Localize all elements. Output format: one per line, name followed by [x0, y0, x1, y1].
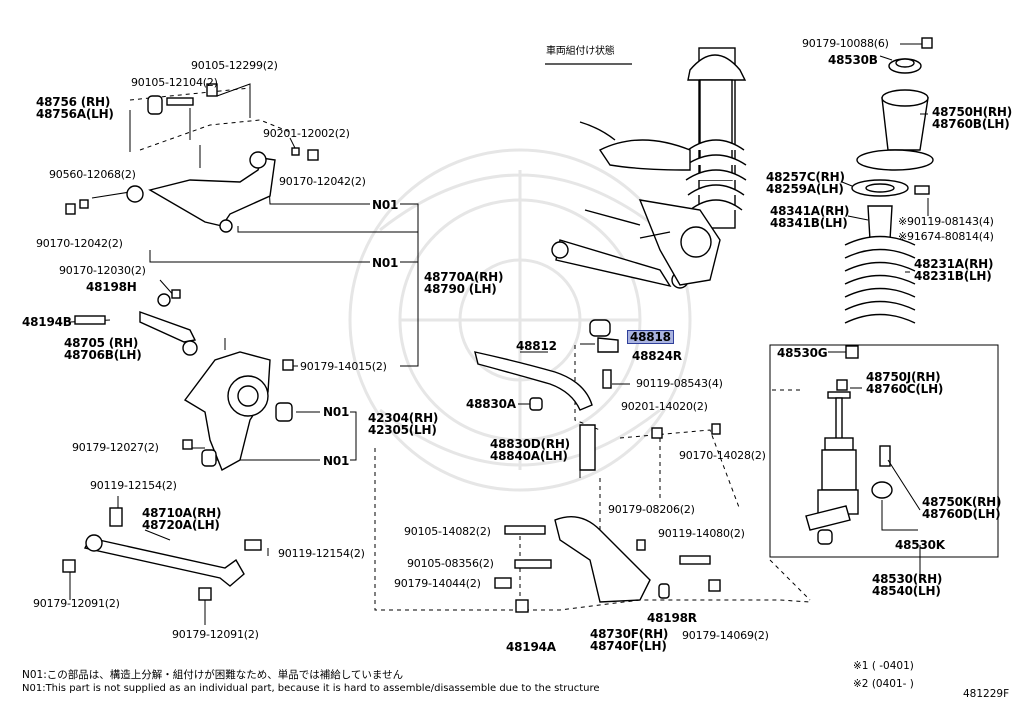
label-90105-08356: 90105-08356(2) [407, 557, 494, 570]
label-48730f: 48730F(RH) 48740F(LH) [590, 628, 668, 652]
label-48750j-rh: 48750J(RH) [866, 370, 941, 384]
label-90105-14082: 90105-14082(2) [404, 525, 491, 538]
label-n01-b: N01 [372, 256, 399, 270]
legend-1: ※1 ( -0401) [853, 660, 914, 672]
label-48760b-lh: 48760B(LH) [932, 117, 1010, 131]
label-48341b-lh: 48341B(LH) [770, 216, 848, 230]
label-n01-d: N01 [323, 454, 350, 468]
label-91674-80814: ※91674-80814(4) [898, 230, 994, 243]
label-48830d: 48830D(RH) 48840A(LH) [490, 438, 570, 462]
label-48705: 48705 (RH) 48706B(LH) [64, 337, 142, 361]
label-48720a-lh: 48720A(LH) [142, 518, 220, 532]
label-48756: 48756 (RH) 48756A(LH) [36, 96, 114, 120]
label-48257c-rh: 48257C(RH) [766, 170, 845, 184]
label-90560-12068: 90560-12068(2) [49, 168, 136, 181]
label-90119-12154-a: 90119-12154(2) [90, 479, 177, 492]
label-48194a: 48194A [506, 640, 556, 654]
label-48750j: 48750J(RH) 48760C(LH) [866, 371, 943, 395]
label-48750k-rh: 48750K(RH) [922, 495, 1002, 509]
label-48198r: 48198R [647, 611, 697, 625]
label-48530k: 48530K [895, 538, 945, 552]
diagram-id: 481229F [963, 688, 1010, 700]
label-90179-12091-a: 90179-12091(2) [33, 597, 120, 610]
label-48750h: 48750H(RH) 48760B(LH) [932, 106, 1012, 130]
label-90170-12042-left: 90170-12042(2) [36, 237, 123, 250]
label-48530g: 48530G [777, 346, 828, 360]
label-48710a-rh: 48710A(RH) [142, 506, 222, 520]
label-48740f-lh: 48740F(LH) [590, 639, 667, 653]
label-48790-lh: 48790 (LH) [424, 282, 497, 296]
label-48341a-rh: 48341A(RH) [770, 204, 850, 218]
label-90179-14015: 90179-14015(2) [300, 360, 387, 373]
label-48756a-lh: 48756A(LH) [36, 107, 114, 121]
label-90179-14044: 90179-14044(2) [394, 577, 481, 590]
label-90119-08543: 90119-08543(4) [636, 377, 723, 390]
label-48540-lh: 48540(LH) [872, 584, 941, 598]
label-90105-12299: 90105-12299(2) [191, 59, 278, 72]
label-48830a: 48830A [466, 397, 516, 411]
label-48760c-lh: 48760C(LH) [866, 382, 944, 396]
label-90201-12002: 90201-12002(2) [263, 127, 350, 140]
label-90105-12104: 90105-12104(2) [131, 76, 218, 89]
label-48760d-lh: 48760D(LH) [922, 507, 1001, 521]
label-48710a: 48710A(RH) 48720A(LH) [142, 507, 221, 531]
label-90119-14080: 90119-14080(2) [658, 527, 745, 540]
label-48530-rh: 48530(RH) [872, 572, 943, 586]
label-48756-rh: 48756 (RH) [36, 95, 111, 109]
label-48706b-lh: 48706B(LH) [64, 348, 142, 362]
label-90201-14020: 90201-14020(2) [621, 400, 708, 413]
label-48770a-rh: 48770A(RH) [424, 270, 504, 284]
label-48198h: 48198H [86, 280, 137, 294]
label-48530b: 48530B [828, 53, 878, 67]
label-48750k: 48750K(RH) 48760D(LH) [922, 495, 1002, 521]
label-48231b-lh: 48231B(LH) [914, 269, 992, 283]
label-90170-12042-top: 90170-12042(2) [279, 175, 366, 188]
label-48530: 48530(RH) 48540(LH) [872, 573, 942, 597]
label-48830d-rh: 48830D(RH) [490, 437, 570, 451]
label-42304: 42304(RH) 42305(LH) [368, 412, 438, 436]
label-n01-a: N01 [372, 198, 399, 212]
label-90179-10088: 90179-10088(6) [802, 37, 889, 50]
label-48812: 48812 [516, 339, 557, 353]
label-90179-08206: 90179-08206(2) [608, 503, 695, 516]
label-48341a: 48341A(RH) 48341B(LH) [770, 205, 849, 229]
label-n01-c: N01 [323, 405, 350, 419]
label-48770a: 48770A(RH) 48790 (LH) [424, 271, 503, 295]
footer-note-en: N01:This part is not supplied as an indi… [22, 683, 600, 694]
label-48194b: 48194B [22, 315, 72, 329]
label-48730f-rh: 48730F(RH) [590, 627, 669, 641]
label-42305-lh: 42305(LH) [368, 423, 437, 437]
label-90170-12030: 90170-12030(2) [59, 264, 146, 277]
label-48231a-rh: 48231A(RH) [914, 257, 994, 271]
label-48705-rh: 48705 (RH) [64, 336, 139, 350]
header-jp-label: 車両組付け状態 [546, 46, 615, 57]
watermark-emblem [348, 148, 692, 492]
label-90179-12091-b: 90179-12091(2) [172, 628, 259, 641]
label-48259a-lh: 48259A(LH) [766, 182, 844, 196]
footer-note-jp: N01:この部品は、構造上分解・組付けが困難なため、単品では補給していません [22, 669, 404, 681]
label-90119-12154-b: 90119-12154(2) [278, 547, 365, 560]
label-48824r: 48824R [632, 349, 682, 363]
label-48231a: 48231A(RH) 48231B(LH) [914, 258, 993, 282]
legend-2: ※2 (0401- ) [853, 678, 914, 690]
label-48257c: 48257C(RH) 48259A(LH) [766, 171, 845, 195]
label-48840a-lh: 48840A(LH) [490, 449, 568, 463]
label-90179-12027: 90179-12027(2) [72, 441, 159, 454]
label-90179-14069: 90179-14069(2) [682, 629, 769, 642]
label-48750h-rh: 48750H(RH) [932, 105, 1013, 119]
label-90170-14028: 90170-14028(2) [679, 449, 766, 462]
label-42304-rh: 42304(RH) [368, 411, 439, 425]
label-90119-08143: ※90119-08143(4) [898, 215, 994, 228]
label-48818-highlighted[interactable]: 48818 [627, 330, 674, 344]
